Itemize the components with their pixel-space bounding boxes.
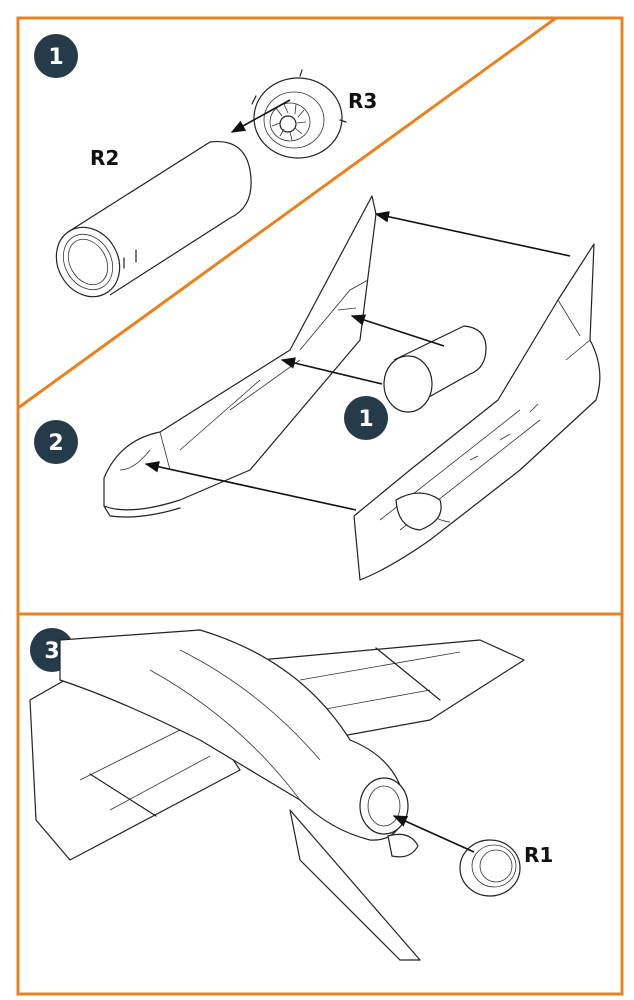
- step-2-panel: 2 1: [34, 195, 601, 581]
- right-fuselage-half: [353, 243, 601, 581]
- part-r2-tube: [55, 140, 252, 298]
- arrow-tube-mid: [280, 357, 383, 385]
- step-1-number: 1: [48, 45, 63, 70]
- step-2-number: 2: [48, 431, 63, 456]
- step-3-panel: 3 R1: [29, 628, 553, 961]
- arrow-tail-join: [144, 461, 357, 511]
- step-2-badge: 2: [34, 420, 78, 464]
- arrow-fin-join: [374, 211, 571, 257]
- step-1-badge: 1: [34, 34, 78, 78]
- arrow-tube-top: [350, 314, 445, 347]
- arrow-r1-to-nozzle: [392, 815, 475, 853]
- diagonal-divider: [17, 16, 557, 410]
- step-3-number: 3: [44, 639, 59, 664]
- lower-frame: [16, 612, 624, 996]
- step-1-panel: 1 R2 R3: [34, 34, 377, 298]
- panel-frames: [16, 16, 624, 996]
- arrow-r3-to-r2: [230, 99, 291, 133]
- sub-assembly-reference-number: 1: [358, 407, 373, 432]
- part-r3-label: R3: [348, 89, 377, 113]
- part-r1-label: R1: [524, 843, 553, 867]
- part-r3-ring: [251, 69, 347, 159]
- aircraft-rear: [29, 629, 525, 961]
- part-r1-nozzle: [459, 839, 521, 897]
- exhaust-assembly: [383, 325, 487, 413]
- part-r2-label: R2: [90, 146, 119, 170]
- sub-assembly-reference-badge: 1: [344, 396, 388, 440]
- left-fuselage-half: [103, 195, 377, 518]
